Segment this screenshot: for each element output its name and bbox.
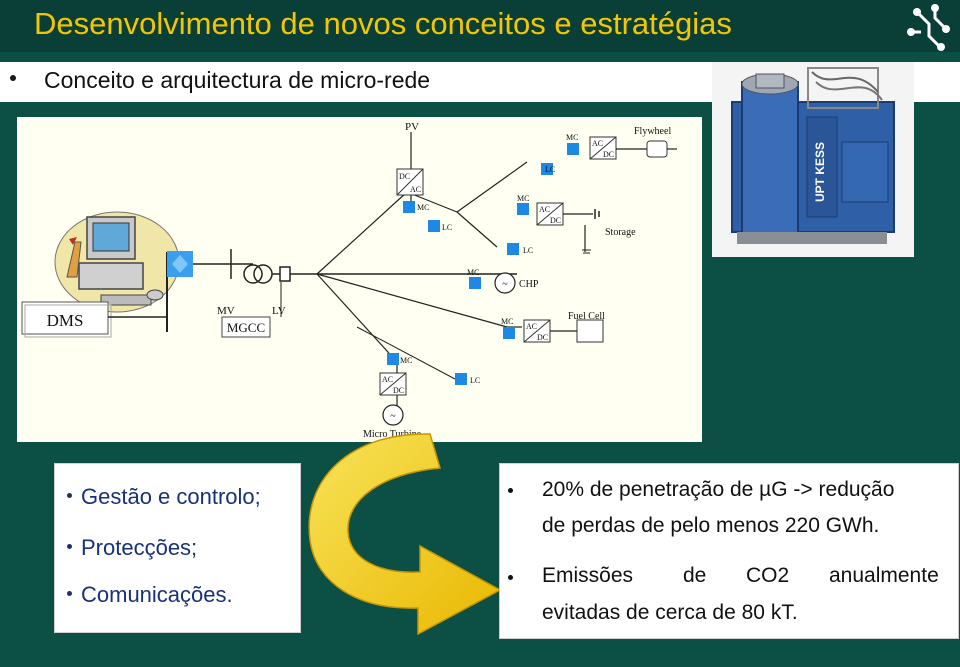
microgrid-diagram: DMS MV LV MGCC xyxy=(17,117,702,442)
chp-generator-icon xyxy=(494,272,516,294)
mc-pv xyxy=(403,201,415,213)
flywheel-icon xyxy=(646,140,668,158)
microturbine-generator-icon xyxy=(382,404,404,426)
svg-text:MC: MC xyxy=(517,194,529,203)
svg-text:MC: MC xyxy=(417,203,429,212)
svg-text:AC: AC xyxy=(382,375,393,384)
lc-pv xyxy=(428,220,440,232)
subtitle-bullet xyxy=(10,75,16,81)
svg-text:~: ~ xyxy=(502,279,508,290)
svg-text:AC: AC xyxy=(526,322,537,331)
svg-text:DC: DC xyxy=(537,333,548,342)
mgcc-label: MGCC xyxy=(227,320,265,335)
lv-label: LV xyxy=(272,305,286,317)
fact-1-line-2: de perdas de pelo menos 220 GWh. xyxy=(542,514,880,537)
computer-clipart-icon xyxy=(54,211,180,313)
fact-2-word-2: de xyxy=(683,564,707,587)
lc-chp xyxy=(507,243,519,255)
micro-turbine-label: Micro Turbine xyxy=(363,429,422,440)
svg-text:AC: AC xyxy=(539,205,550,214)
svg-text:MC: MC xyxy=(501,317,513,326)
fact-2-word-4: anualmente xyxy=(829,564,939,587)
left-panel: Gestão e controlo; Protecções; Comunicaç… xyxy=(54,463,301,633)
mc-storage xyxy=(517,203,529,215)
storage-label: Storage xyxy=(605,227,636,238)
curved-arrow-icon xyxy=(308,433,502,636)
photo-brand-label: UPT KESS xyxy=(813,142,827,202)
svg-text:LC: LC xyxy=(545,165,555,174)
svg-text:DC: DC xyxy=(399,172,410,181)
list-item: Comunicações. xyxy=(67,582,233,608)
mc-fuelcell xyxy=(503,327,515,339)
fact-2-word-3: CO2 xyxy=(746,564,790,587)
svg-text:MC: MC xyxy=(467,268,479,277)
transformer-icon xyxy=(243,264,263,284)
chp-label: CHP xyxy=(519,279,539,290)
dms-label: DMS xyxy=(47,311,84,330)
svg-text:AC: AC xyxy=(410,185,421,194)
flywheel-label: Flywheel xyxy=(634,126,671,137)
lc-microturbine xyxy=(455,373,467,385)
svg-text:MC: MC xyxy=(400,356,412,365)
list-item: Gestão e controlo; xyxy=(67,484,261,510)
flywheel-photo: UPT KESS xyxy=(712,62,914,257)
pv-label: PV xyxy=(405,121,419,133)
svg-text:DC: DC xyxy=(550,216,561,225)
fact-1-line-1: 20% de penetração de µG -> redução xyxy=(542,478,895,501)
circuit-logo-icon xyxy=(907,4,950,51)
fact-2-line-2: evitadas de cerca de 80 kT. xyxy=(542,601,798,624)
fact-2-word-1: Emissões xyxy=(542,564,634,587)
svg-text:LC: LC xyxy=(523,246,533,255)
mv-label: MV xyxy=(217,305,235,317)
mc-microturbine xyxy=(387,353,399,365)
lc-flywheel xyxy=(541,163,553,175)
svg-text:AC: AC xyxy=(592,139,603,148)
slide-subtitle: Conceito e arquitectura de micro-rede xyxy=(44,67,431,93)
title-bar: Desenvolvimento de novos conceitos e est… xyxy=(0,0,960,52)
svg-text:DC: DC xyxy=(603,150,614,159)
mc-flywheel xyxy=(567,143,579,155)
svg-text:~: ~ xyxy=(390,411,396,422)
slide-title: Desenvolvimento de novos conceitos e est… xyxy=(34,6,732,41)
mc-chp xyxy=(469,277,481,289)
dms-box xyxy=(21,301,109,335)
fuel-cell-label: Fuel Cell xyxy=(568,311,605,322)
svg-text:LC: LC xyxy=(442,223,452,232)
svg-text:LC: LC xyxy=(470,376,480,385)
svg-text:MC: MC xyxy=(566,133,578,142)
right-panel: 20% de penetração de µG -> redução de pe… xyxy=(499,463,959,639)
list-item: Protecções; xyxy=(67,535,197,561)
svg-text:DC: DC xyxy=(393,386,404,395)
fuel-cell-icon xyxy=(576,319,604,343)
